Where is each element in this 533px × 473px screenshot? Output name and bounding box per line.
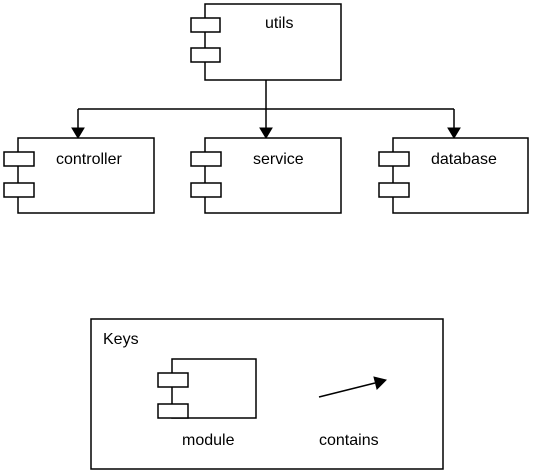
module-utils[interactable]: utils — [190, 3, 342, 81]
module-service-label: service — [253, 151, 304, 168]
module-service-tab-top — [190, 151, 222, 167]
module-service-tab-bottom — [190, 182, 222, 198]
legend-module-symbol — [157, 358, 257, 419]
legend-contains-line — [318, 382, 376, 398]
legend-contains-label: contains — [319, 432, 379, 449]
module-utils-label: utils — [265, 15, 293, 32]
arrowhead-controller — [71, 127, 85, 139]
legend-module-tab-bottom — [157, 403, 189, 419]
keys-legend: Keys module contains — [90, 318, 444, 470]
module-database-body — [392, 137, 529, 214]
module-database[interactable]: database — [378, 137, 529, 214]
module-service-body — [204, 137, 342, 214]
module-controller-tab-top — [3, 151, 35, 167]
module-controller-label: controller — [56, 151, 122, 168]
module-utils-body — [204, 3, 342, 81]
module-service[interactable]: service — [190, 137, 342, 214]
keys-legend-frame — [90, 318, 444, 470]
module-utils-tab-bottom — [190, 47, 221, 63]
legend-module-label: module — [182, 432, 235, 449]
legend-module-tab-top — [157, 372, 189, 388]
module-database-label: database — [431, 151, 497, 168]
module-controller-tab-bottom — [3, 182, 35, 198]
arrowhead-service — [259, 127, 273, 139]
module-database-tab-top — [378, 151, 410, 167]
keys-legend-title: Keys — [103, 331, 139, 348]
arrowhead-database — [447, 127, 461, 139]
module-controller-body — [17, 137, 155, 214]
module-database-tab-bottom — [378, 182, 410, 198]
legend-contains-arrowhead — [373, 376, 387, 390]
contains-edges — [71, 80, 461, 139]
module-utils-tab-top — [190, 17, 221, 33]
legend-contains-arrow — [318, 376, 387, 398]
module-controller[interactable]: controller — [3, 137, 155, 214]
